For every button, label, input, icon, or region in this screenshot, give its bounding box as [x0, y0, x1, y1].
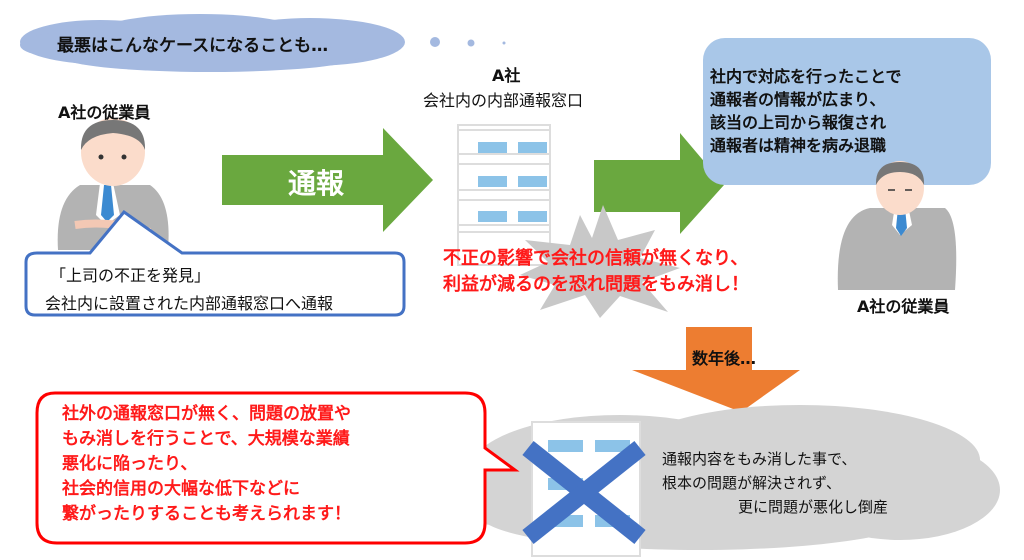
warning-text: 社外の通報窓口が無く、問題の放置や もみ消しを行うことで、大規模な業績 悪化に陥…	[62, 402, 351, 527]
cross-icon	[522, 440, 646, 545]
warning-bubble	[35, 391, 520, 545]
bankrupt-line: 根本の問題が解決されず、	[662, 474, 841, 492]
result-box-text: 社内で対応を行ったことで 通報者の情報が広まり、 該当の上司から報復され 通報者…	[710, 65, 902, 157]
years-later-arrow	[632, 327, 800, 412]
result-line: 社内で対応を行ったことで	[710, 67, 902, 86]
header-cloud-text: 最悪はこんなケースになることも…	[57, 36, 329, 56]
employee-left-label: A社の従業員	[58, 103, 151, 122]
speech-bubble-left	[24, 209, 406, 317]
result-box	[703, 38, 991, 185]
warning-line: もみ消しを行うことで、大規模な業績	[62, 429, 350, 449]
warning-line: 繋がったりすることも考えられます！	[62, 504, 351, 524]
header-cloud-shape	[20, 14, 405, 72]
employee-right-figure	[837, 161, 957, 290]
warning-line: 社会的信用の大幅な低下などに	[62, 479, 300, 499]
result-arrow	[594, 133, 724, 234]
warning-line: 悪化に陥ったり、	[62, 454, 198, 474]
speech-left-line: 会社内に設置された内部通報窓口へ通報	[45, 294, 334, 313]
dot-icon	[430, 37, 440, 47]
result-line: 通報者は精神を病み退職	[710, 136, 887, 155]
speech-left-line: 「上司の不正を発見」	[50, 266, 211, 285]
company-name: A社	[492, 66, 521, 85]
burst-text-line: 不正の影響で会社の信頼が無くなり、	[443, 248, 749, 269]
result-line: 該当の上司から報復され	[710, 113, 887, 132]
report-arrow-label: 通報	[288, 167, 345, 200]
dot-icon	[467, 39, 475, 47]
result-line: 通報者の情報が広まり、	[710, 90, 886, 109]
burst-text-line: 利益が減るのを恐れ問題をもみ消し！	[443, 274, 749, 295]
years-later-label: 数年後…	[692, 349, 757, 368]
company-desk-label: 会社内の内部通報窓口	[423, 91, 584, 110]
warning-line: 社外の通報窓口が無く、問題の放置や	[62, 404, 351, 424]
employee-right-label: A社の従業員	[857, 297, 950, 316]
starburst-shape	[520, 205, 680, 318]
report-arrow	[222, 128, 433, 232]
bankrupt-building	[522, 421, 646, 557]
dot-icon	[502, 41, 506, 45]
bankrupt-line: 通報内容をもみ消した事で、	[662, 450, 857, 468]
bankrupt-line: 更に問題が悪化し倒産	[738, 498, 889, 516]
